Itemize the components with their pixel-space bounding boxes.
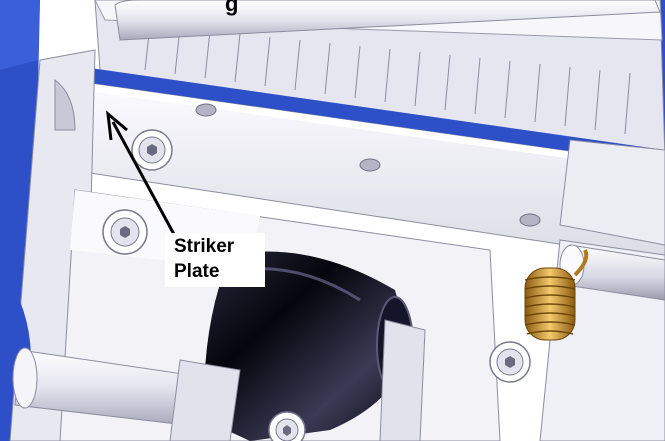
mounting-studs — [195, 103, 541, 227]
callout-label: Striker Plate — [174, 234, 234, 284]
socket-screws — [102, 129, 531, 441]
callout-label-line2: Plate — [174, 261, 220, 282]
title-fragment: g — [225, 0, 239, 16]
torsion-spring — [524, 249, 589, 341]
blue-strip — [88, 68, 665, 168]
callout-arrow — [106, 110, 178, 239]
callout-label-box — [165, 233, 265, 287]
callout-label-line1: Striker — [174, 236, 235, 257]
lower-rod — [12, 347, 191, 426]
comb-plate — [94, 0, 665, 161]
